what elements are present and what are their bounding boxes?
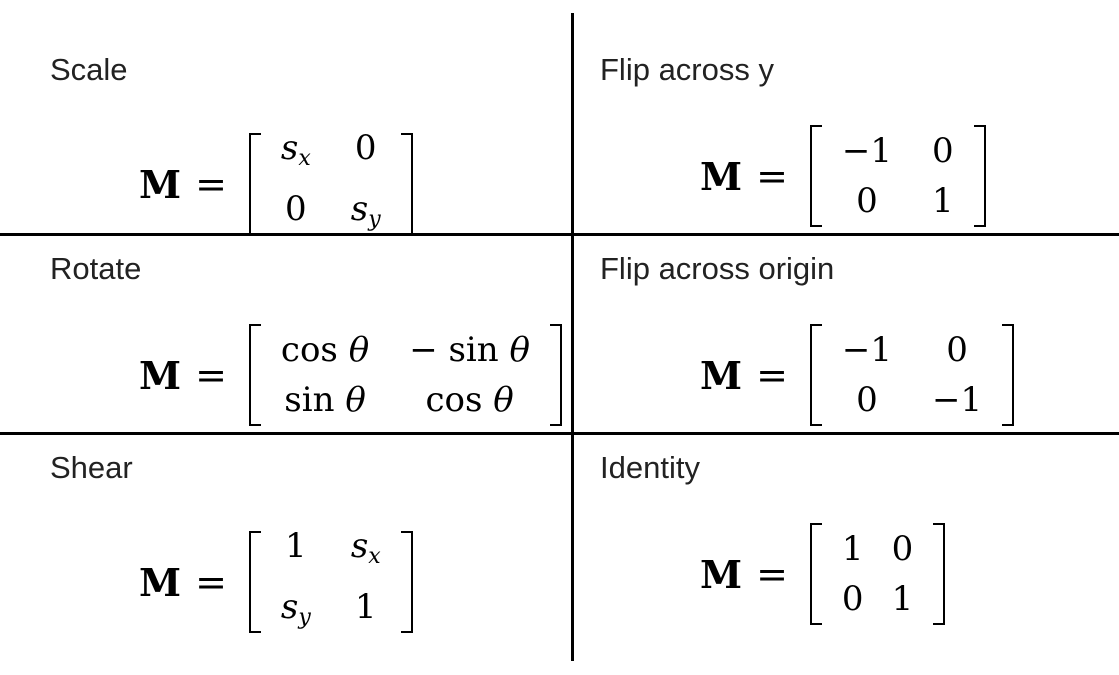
matrix-entry: sx (350, 526, 381, 569)
matrix-entry: 0 (891, 529, 914, 569)
left-bracket (809, 125, 822, 227)
equation: M = 1 0 0 1 (700, 523, 946, 625)
cell-title: Identity (600, 450, 700, 485)
matrix-entry: sy (350, 189, 381, 232)
matrix: −1 0 0 1 (822, 128, 974, 224)
horizontal-divider-2 (0, 432, 1119, 435)
equals-sign: = (756, 154, 788, 198)
matrix: 1 sx sy 1 (261, 523, 401, 641)
equals-sign: = (195, 353, 227, 397)
left-bracket (809, 324, 822, 426)
right-bracket (973, 125, 986, 227)
cell-title: Rotate (50, 251, 142, 286)
equals-sign: = (756, 552, 788, 596)
cell-title: Scale (50, 52, 128, 87)
vertical-divider (571, 13, 574, 661)
left-bracket (248, 531, 261, 633)
matrix: −1 0 0 −1 (822, 327, 1002, 423)
right-bracket (1002, 324, 1015, 426)
matrix-entry: 0 (354, 128, 377, 168)
matrix-symbol: M (700, 153, 743, 199)
equation: M = −1 0 0 1 (700, 125, 986, 227)
matrix-entry: 0 (841, 579, 864, 619)
right-bracket (400, 133, 413, 235)
left-bracket (809, 523, 822, 625)
matrix-entry: 1 (932, 181, 954, 221)
equation: M = sx 0 0 sy (139, 125, 413, 243)
matrix: cos θ − sin θ sin θ cos θ (261, 327, 550, 423)
equation: M = 1 sx sy 1 (139, 523, 413, 641)
matrix-entry: −1 (841, 330, 893, 370)
matrix-symbol: M (139, 352, 182, 398)
cell-flip-across-origin: Flip across origin M = −1 0 0 −1 (600, 251, 1119, 450)
matrix-symbol: M (700, 551, 743, 597)
cell-title: Flip across origin (600, 251, 835, 286)
equals-sign: = (195, 162, 227, 206)
equation: M = −1 0 0 −1 (700, 324, 1015, 426)
right-bracket (933, 523, 946, 625)
matrix-entry: 0 (946, 330, 968, 370)
cell-rotate: Rotate M = cos θ − sin θ sin θ cos θ (50, 251, 610, 450)
matrix-entry: 1 (354, 587, 377, 627)
matrix: 1 0 0 1 (822, 526, 933, 622)
matrix-entry: sx (280, 128, 311, 171)
matrix-entry: sin θ (284, 380, 366, 420)
matrix-symbol: M (139, 161, 182, 207)
matrix: sx 0 0 sy (261, 125, 401, 243)
matrix-entry: sy (280, 587, 311, 630)
matrix-entry: − sin θ (409, 330, 530, 370)
equals-sign: = (756, 353, 788, 397)
equation: M = cos θ − sin θ sin θ cos θ (139, 324, 562, 426)
cell-scale: Scale M = sx 0 0 sy (50, 52, 610, 251)
matrix-entry: cos θ (280, 330, 370, 370)
matrix-symbol: M (700, 352, 743, 398)
right-bracket (400, 531, 413, 633)
cell-shear: Shear M = 1 sx sy 1 (50, 450, 610, 649)
right-bracket (550, 324, 562, 426)
left-bracket (248, 133, 261, 235)
matrix-entry: 1 (285, 526, 307, 566)
cell-identity: Identity M = 1 0 0 1 (600, 450, 1119, 649)
left-bracket (248, 324, 261, 426)
horizontal-divider-1 (0, 233, 1119, 236)
matrix-entry: cos θ (425, 380, 514, 420)
cell-flip-across-y: Flip across y M = −1 0 0 1 (600, 52, 1119, 251)
equals-sign: = (195, 560, 227, 604)
matrix-entry: −1 (841, 131, 893, 171)
cell-title: Flip across y (600, 52, 774, 87)
matrix-entry: 0 (285, 189, 307, 229)
matrix-entry: 0 (856, 181, 878, 221)
matrix-symbol: M (139, 559, 182, 605)
cell-title: Shear (50, 450, 133, 485)
matrix-entry: 0 (856, 380, 878, 420)
matrix-entry: 1 (891, 579, 914, 619)
matrix-entry: −1 (932, 380, 983, 420)
matrix-entry: 1 (841, 529, 864, 569)
matrix-entry: 0 (932, 131, 954, 171)
